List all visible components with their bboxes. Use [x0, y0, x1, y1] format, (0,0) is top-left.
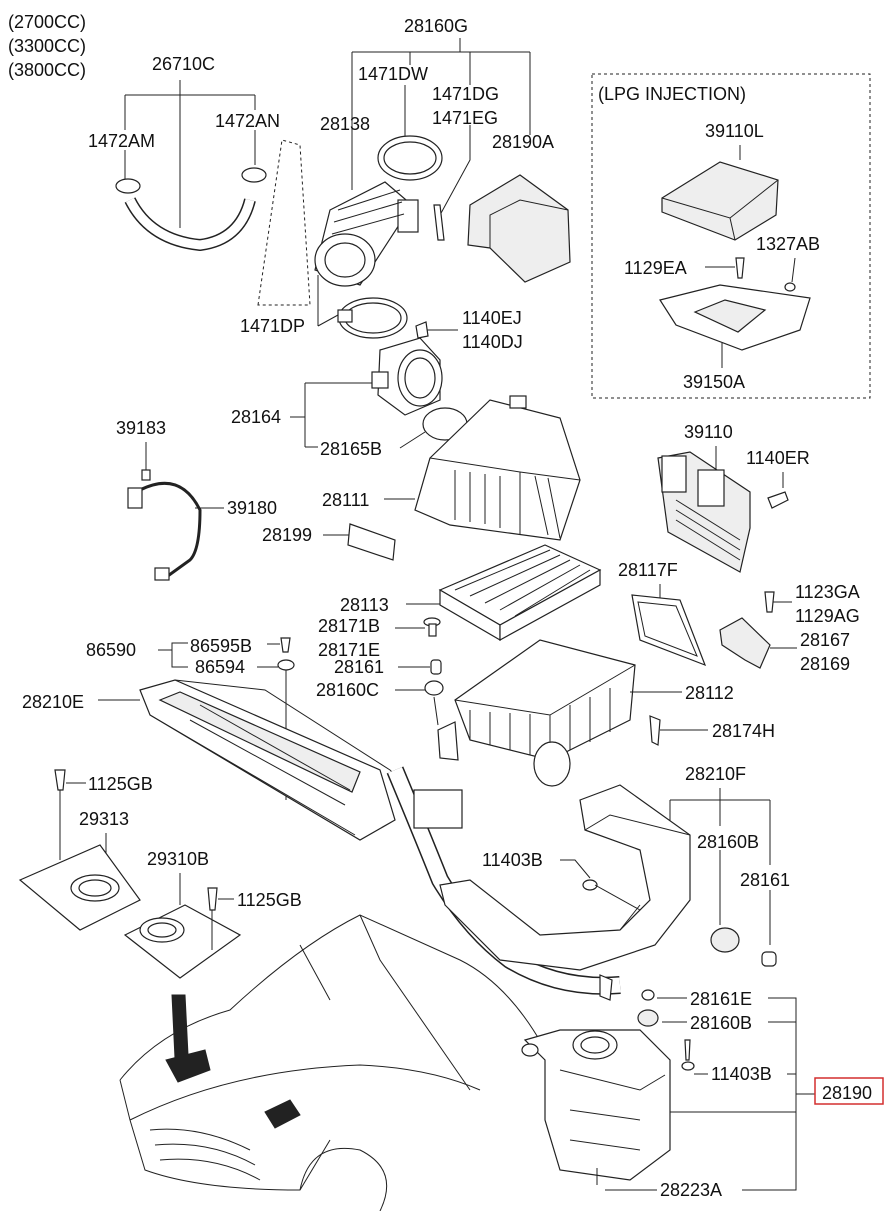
air-cleaner-body-group: 28112 28174H [437, 639, 775, 787]
label-28171E[interactable]: 28171E [318, 640, 380, 660]
label-1471DW[interactable]: 1471DW [358, 64, 428, 84]
label-28210F[interactable]: 28210F [685, 764, 746, 784]
label-1140ER[interactable]: 1140ER [746, 448, 810, 468]
engine-variant-3300: (3300CC) [8, 36, 86, 56]
air-flow-sensor-group: 28164 28165B [231, 337, 468, 459]
label-28160C[interactable]: 28160C [316, 680, 379, 700]
label-28160G[interactable]: 28160G [404, 16, 468, 36]
label-28167[interactable]: 28167 [800, 630, 850, 650]
label-1472AN[interactable]: 1472AN [215, 111, 280, 131]
label-39150A[interactable]: 39150A [683, 372, 745, 392]
label-39110L[interactable]: 39110L [705, 121, 764, 141]
label-39183[interactable]: 39183 [116, 418, 166, 438]
grommet-group: 28171B 28171E 28161 28160C [316, 616, 444, 726]
engine-cover-group: 1125GB 29313 29310B 1125GB [18, 769, 302, 979]
label-39110[interactable]: 39110 [684, 422, 733, 442]
label-1472AM[interactable]: 1472AM [88, 131, 155, 151]
label-28169[interactable]: 28169 [800, 654, 850, 674]
highlight-box-28190 [814, 1077, 884, 1105]
label-39180[interactable]: 39180 [227, 498, 277, 518]
label-29310B[interactable]: 29310B [147, 849, 209, 869]
label-1327AB[interactable]: 1327AB [756, 234, 820, 254]
label-1129AG[interactable]: 1129AG [795, 606, 860, 626]
label-28171B[interactable]: 28171B [318, 616, 380, 636]
lpg-injection-title: (LPG INJECTION) [598, 84, 746, 104]
label-1471EG[interactable]: 1471EG [432, 108, 498, 128]
vehicle-illustration [119, 914, 561, 1211]
label-1471DG[interactable]: 1471DG [432, 84, 499, 104]
label-28138[interactable]: 28138 [320, 114, 370, 134]
label-29313[interactable]: 29313 [79, 809, 129, 829]
label-1471DP[interactable]: 1471DP [240, 316, 305, 336]
label-86590[interactable]: 86590 [86, 640, 136, 660]
engine-variant-2700: (2700CC) [8, 12, 86, 32]
label-28161-upper[interactable]: 28161 [334, 657, 384, 677]
label-1123GA[interactable]: 1123GA [795, 582, 860, 602]
label-28199[interactable]: 28199 [262, 525, 312, 545]
engine-variant-3800: (3800CC) [8, 60, 86, 80]
air-filter-group: 28113 28117F 1123GA 1129AG 28167 28169 [340, 544, 860, 674]
label-86595B[interactable]: 86595B [190, 636, 252, 656]
label-28160B-lower[interactable]: 28160B [690, 1013, 752, 1033]
label-28161E[interactable]: 28161E [690, 989, 752, 1009]
label-28111[interactable]: 28111 [322, 490, 369, 510]
lpg-injection-group: (LPG INJECTION) 39110L 1129EA 1327AB 391… [591, 73, 871, 399]
label-1125GB-lower[interactable]: 1125GB [237, 890, 302, 910]
label-28113[interactable]: 28113 [340, 595, 389, 615]
label-28161-right[interactable]: 28161 [740, 870, 790, 890]
label-28117F[interactable]: 28117F [618, 560, 678, 580]
label-11403B-lower[interactable]: 11403B [711, 1064, 772, 1084]
label-28210E[interactable]: 28210E [22, 692, 84, 712]
label-28164[interactable]: 28164 [231, 407, 281, 427]
label-1140EJ[interactable]: 1140EJ [462, 308, 522, 328]
label-26710C[interactable]: 26710C [152, 54, 215, 74]
label-11403B-upper[interactable]: 11403B [482, 850, 543, 870]
label-28165B[interactable]: 28165B [320, 439, 382, 459]
label-1140DJ[interactable]: 1140DJ [462, 332, 523, 352]
intake-duct-group: 28210F 28160B 28161 11403B [439, 764, 790, 1001]
label-1125GB-upper[interactable]: 1125GB [88, 774, 153, 794]
ecu-group: 39110 1140ER [657, 422, 810, 573]
label-28190A[interactable]: 28190A [492, 132, 554, 152]
resonator-group: 28161E 28160B 11403B 28223A 28190 [521, 989, 884, 1200]
label-28112[interactable]: 28112 [685, 683, 734, 703]
air-cleaner-cover-group: 28111 28199 [262, 395, 581, 561]
oxygen-sensor-group: 39183 39180 [116, 418, 277, 581]
air-intake-hose-group: 28160G 1471DW 1471DG 1471EG 28138 28190A… [240, 16, 571, 352]
breather-hose-group: 26710C 1472AM 1472AN [88, 54, 311, 306]
label-28223A[interactable]: 28223A [660, 1180, 722, 1200]
label-86594[interactable]: 86594 [195, 657, 245, 677]
label-28190[interactable]: 28190 [822, 1083, 872, 1103]
label-1129EA[interactable]: 1129EA [624, 258, 687, 278]
label-28174H[interactable]: 28174H [712, 721, 775, 741]
label-28160B-upper[interactable]: 28160B [697, 832, 759, 852]
